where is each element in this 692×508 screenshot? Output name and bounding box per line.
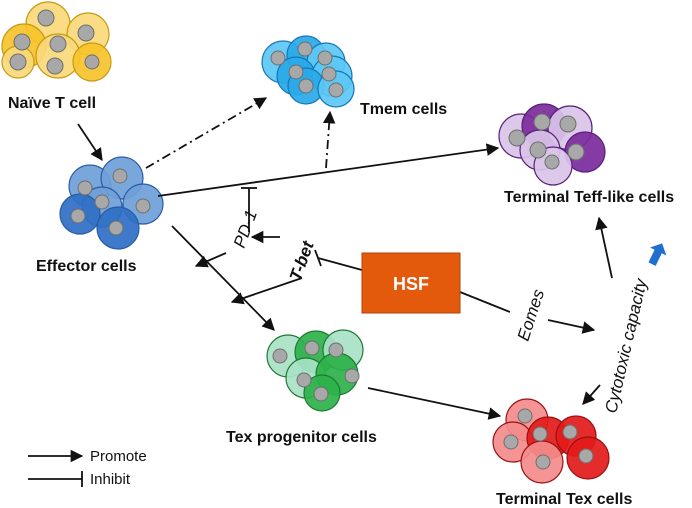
terminal-tex-cell-cluster	[492, 398, 610, 484]
effector-cells-label: Effector cells	[36, 258, 137, 275]
cell-nucleus	[77, 180, 93, 196]
branch-to-tmem-dashed-arrow	[322, 110, 336, 169]
cell-nucleus	[108, 220, 124, 236]
cell-nucleus	[503, 434, 519, 450]
cell-nucleus	[508, 129, 526, 147]
cell-nucleus	[37, 9, 55, 27]
cell-nucleus	[9, 53, 27, 71]
hsf-label: HSF	[393, 274, 429, 294]
cell-nucleus	[304, 340, 320, 356]
terminal-teff-like-cells-label: Terminal Teff-like cells	[504, 189, 674, 206]
cell-nucleus	[317, 50, 333, 66]
cell-nucleus	[328, 82, 344, 98]
cell-nucleus	[270, 50, 286, 66]
cell-nucleus	[70, 208, 86, 224]
hsf-inhibits-tbet	[317, 257, 363, 271]
hsf-to-eomes-line	[459, 291, 511, 313]
cell-nucleus	[272, 348, 288, 364]
legend-promote-label: Promote	[90, 448, 147, 465]
cell-nucleus	[562, 424, 578, 440]
cytotoxic-to-teff-like-arrow	[595, 216, 613, 279]
cytotoxic-to-terminal-tex-arrow	[582, 384, 601, 405]
legend: Promote Inhibit	[28, 448, 147, 488]
cell-nucleus	[84, 54, 100, 70]
cytotoxic-capacity-label: Cytotoxic capacity	[601, 276, 651, 415]
cell-nucleus	[49, 35, 67, 53]
cell-nucleus	[344, 368, 360, 384]
cell-nucleus	[13, 33, 31, 51]
cell-nucleus	[529, 141, 547, 159]
cell-nucleus	[94, 194, 110, 210]
effector-cell-cluster	[59, 156, 164, 250]
tmem-cells-label: Tmem cells	[360, 101, 447, 118]
cell-nucleus	[77, 24, 95, 42]
naive-t-cell-cluster	[1, 1, 112, 82]
cell-nucleus	[46, 57, 64, 75]
pd1-label: PD-1	[230, 207, 261, 250]
cell-nucleus	[517, 408, 533, 424]
cell-nucleus	[544, 154, 560, 170]
cell-nucleus	[313, 386, 329, 402]
cytotoxic-increase-arrow-icon	[648, 243, 667, 266]
effector-to-teff-like-arrow	[157, 143, 500, 197]
cell-nucleus	[328, 342, 344, 358]
naive-t-cell-label: Naïve T cell	[8, 95, 96, 112]
tex-progenitor-cells-label: Tex progenitor cells	[226, 429, 377, 446]
cell-nucleus	[321, 66, 337, 82]
eomes-to-cytotoxic-arrow	[547, 319, 596, 334]
tbet-to-tex-path-arrow	[230, 277, 303, 305]
cell-nucleus	[535, 454, 551, 470]
cell-nucleus	[296, 372, 312, 388]
naive-to-effector-arrow	[77, 123, 103, 162]
terminal-tex-cells-label: Terminal Tex cells	[496, 491, 632, 508]
tex-progenitor-to-terminal-tex-arrow	[367, 387, 502, 420]
pd1-to-effector-arrow	[194, 252, 227, 268]
cell-nucleus	[567, 143, 585, 161]
cell-nucleus	[533, 113, 551, 131]
effector-to-tex-progenitor-arrow	[171, 225, 275, 331]
legend-inhibit-label: Inhibit	[90, 471, 131, 488]
cell-nucleus	[532, 426, 548, 442]
hsf-inhibit-bar	[314, 249, 322, 267]
tbet-label: T-bet	[286, 237, 318, 283]
cell-nucleus	[578, 448, 594, 464]
terminal-teff-like-cell-cluster	[498, 103, 606, 186]
effector-to-tmem-dashed-arrow	[145, 97, 268, 169]
tmem-cell-cluster	[261, 35, 355, 108]
cell-nucleus	[288, 64, 304, 80]
cell-nucleus	[112, 168, 128, 184]
tex-progenitor-cell-cluster	[266, 329, 364, 412]
cell-nucleus	[559, 115, 577, 133]
eomes-label: Eomes	[514, 287, 549, 344]
cell-nucleus	[297, 41, 313, 57]
hsf-box	[361, 252, 461, 314]
cell-nucleus	[135, 198, 151, 214]
cell-nucleus	[298, 78, 314, 94]
